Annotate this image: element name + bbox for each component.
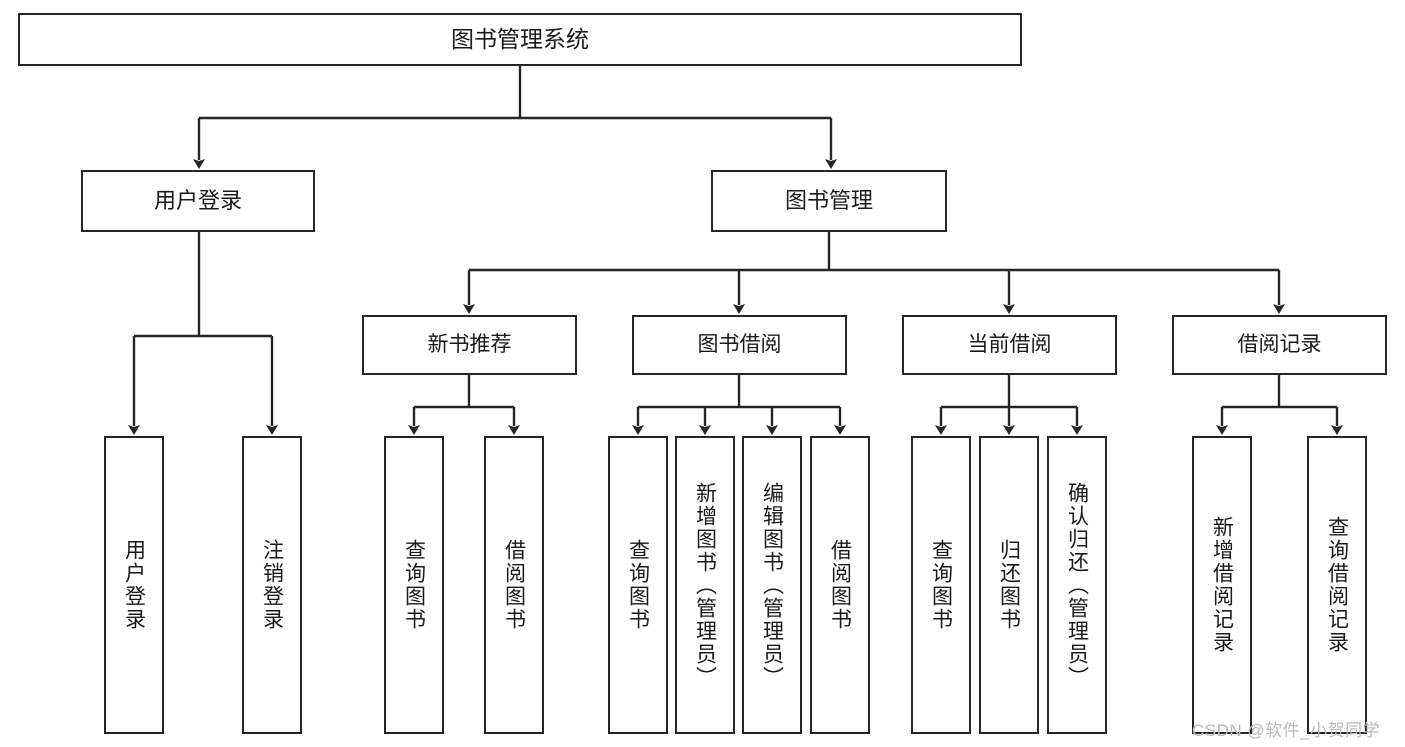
node-leaf-add-book-label: 新增图书（管理员）	[693, 481, 717, 689]
node-borrow-records-label: 借阅记录	[1237, 332, 1322, 356]
node-leaf-borrow-book-2[interactable]: 借阅图书	[810, 436, 870, 734]
node-borrow-records[interactable]: 借阅记录	[1172, 315, 1387, 375]
node-new-book-recommend[interactable]: 新书推荐	[362, 315, 577, 375]
node-leaf-confirm-return-label: 确认归还（管理员）	[1065, 481, 1089, 689]
node-book-borrow[interactable]: 图书借阅	[632, 315, 847, 375]
node-leaf-logout[interactable]: 注销登录	[242, 436, 302, 734]
node-leaf-query-book-2[interactable]: 查询图书	[608, 436, 668, 734]
node-leaf-borrow-book-1[interactable]: 借阅图书	[484, 436, 544, 734]
node-current-borrow[interactable]: 当前借阅	[902, 315, 1117, 375]
node-leaf-return-book-label: 归还图书	[997, 539, 1021, 631]
node-new-book-recommend-label: 新书推荐	[427, 332, 512, 356]
node-leaf-edit-book-label: 编辑图书（管理员）	[760, 481, 784, 689]
node-leaf-add-book[interactable]: 新增图书（管理员）	[675, 436, 735, 734]
node-leaf-query-book-2-label: 查询图书	[626, 539, 650, 631]
node-leaf-confirm-return[interactable]: 确认归还（管理员）	[1047, 436, 1107, 734]
node-user-login-label: 用户登录	[153, 188, 242, 214]
node-leaf-query-book-1-label: 查询图书	[402, 539, 426, 631]
node-leaf-query-borrow-record[interactable]: 查询借阅记录	[1307, 436, 1367, 734]
node-leaf-return-book[interactable]: 归还图书	[979, 436, 1039, 734]
node-leaf-add-borrow-record[interactable]: 新增借阅记录	[1192, 436, 1252, 734]
node-leaf-user-login-label: 用户登录	[122, 539, 146, 631]
node-leaf-query-borrow-record-label: 查询借阅记录	[1325, 516, 1349, 654]
node-root[interactable]: 图书管理系统	[18, 13, 1022, 66]
node-leaf-add-borrow-record-label: 新增借阅记录	[1210, 516, 1234, 654]
node-leaf-query-book-3-label: 查询图书	[929, 539, 953, 631]
node-leaf-logout-label: 注销登录	[260, 539, 284, 631]
node-root-label: 图书管理系统	[451, 26, 589, 53]
node-leaf-borrow-book-2-label: 借阅图书	[828, 539, 852, 631]
node-leaf-query-book-3[interactable]: 查询图书	[911, 436, 971, 734]
csdn-watermark: CSDN @软件_小贺同学	[1192, 721, 1381, 740]
node-book-management-label: 图书管理	[784, 188, 873, 214]
node-user-login[interactable]: 用户登录	[81, 170, 315, 232]
node-book-management[interactable]: 图书管理	[711, 170, 947, 232]
node-leaf-edit-book[interactable]: 编辑图书（管理员）	[742, 436, 802, 734]
node-leaf-user-login[interactable]: 用户登录	[104, 436, 164, 734]
node-book-borrow-label: 图书借阅	[697, 332, 782, 356]
node-current-borrow-label: 当前借阅	[967, 332, 1052, 356]
node-leaf-query-book-1[interactable]: 查询图书	[384, 436, 444, 734]
node-leaf-borrow-book-1-label: 借阅图书	[502, 539, 526, 631]
